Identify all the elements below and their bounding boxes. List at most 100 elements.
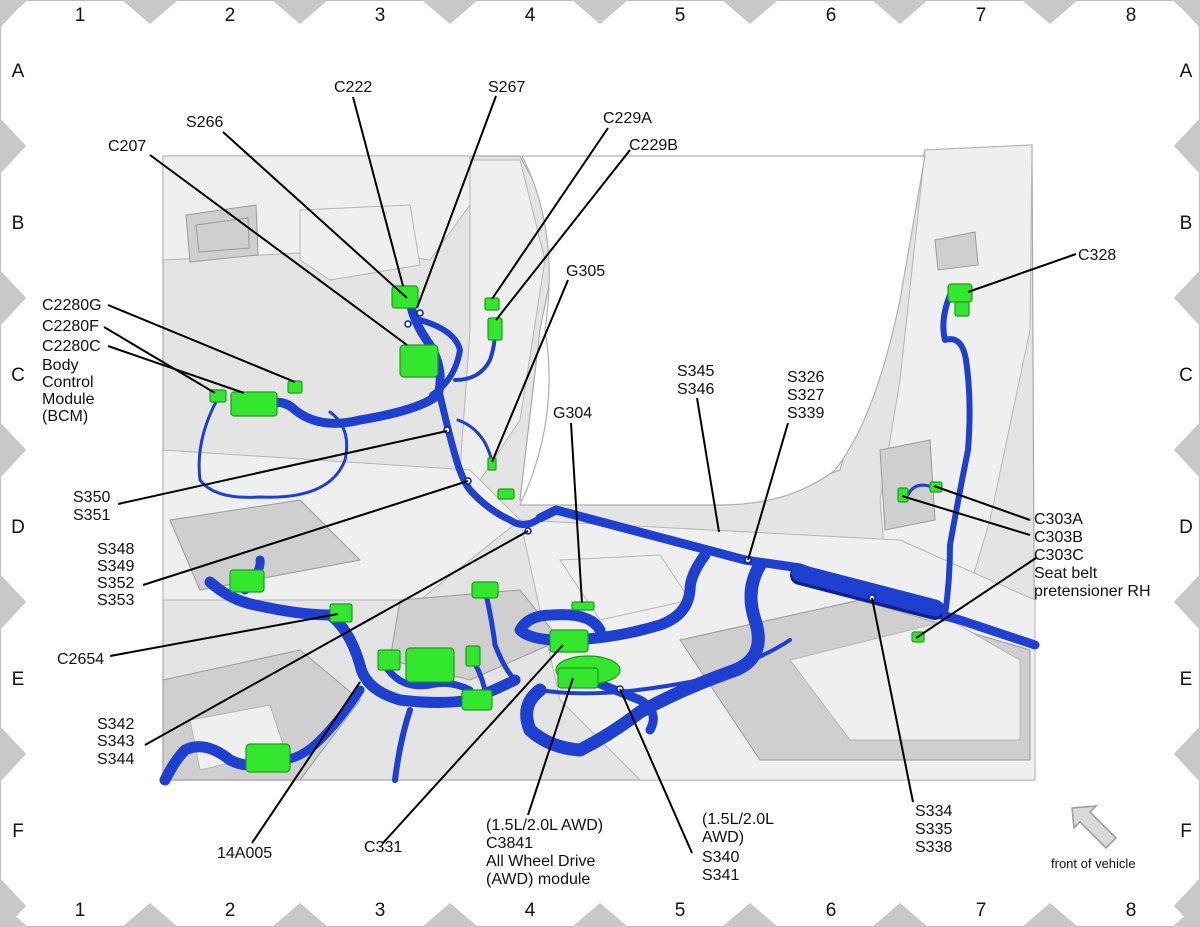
awd-module-body xyxy=(557,667,599,689)
grid-column-label-top-8: 8 xyxy=(1126,5,1137,26)
grid-column-label-bottom-7: 7 xyxy=(976,900,987,921)
connector-c2654 xyxy=(329,603,353,623)
label-s344: S344 xyxy=(97,751,134,768)
label-c2280c: C2280C xyxy=(42,338,101,355)
label-c222: C222 xyxy=(334,79,372,96)
connector-c303b xyxy=(897,487,909,503)
label-seat-belt-1: Seat belt xyxy=(1034,565,1098,582)
connector-center-c xyxy=(461,689,493,711)
grid-column-label-top-6: 6 xyxy=(826,5,837,26)
connector-left-floor xyxy=(229,569,265,593)
border-marker-right xyxy=(1174,878,1200,927)
label-c2654: C2654 xyxy=(57,651,104,668)
label-c331: C331 xyxy=(364,839,402,856)
label-seat-belt-2: pretensioner RH xyxy=(1034,583,1151,600)
border-marker-top xyxy=(1022,0,1078,24)
grid-column-label-bottom-3: 3 xyxy=(375,900,386,921)
border-marker-left xyxy=(0,0,26,28)
bcm-connector-c2280c xyxy=(230,391,278,417)
label-awd-splice-2: AWD) xyxy=(702,829,744,846)
border-marker-left xyxy=(0,422,26,478)
connector-center-a xyxy=(377,649,401,671)
border-marker-bottom xyxy=(722,903,778,927)
label-bcm-3: Module xyxy=(42,391,95,408)
label-s341: S341 xyxy=(702,867,739,884)
label-c303a: C303A xyxy=(1034,511,1083,528)
grid-column-label-bottom-2: 2 xyxy=(225,900,236,921)
grid-row-label-left-E: E xyxy=(12,669,25,690)
connector-c229a xyxy=(484,297,500,311)
label-awd-splice-1: (1.5L/2.0L xyxy=(702,811,774,828)
border-marker-bottom xyxy=(1022,903,1078,927)
border-marker-right xyxy=(1174,118,1200,174)
border-marker-right xyxy=(1174,726,1200,782)
connector-center-e xyxy=(471,581,499,599)
connector-g304 xyxy=(571,601,595,611)
front-of-vehicle-indicator: front of vehicle xyxy=(1051,805,1136,871)
connectors xyxy=(209,283,973,773)
front-of-vehicle-label: front of vehicle xyxy=(1051,856,1136,871)
label-s349: S349 xyxy=(97,558,134,575)
label-awd-2: C3841 xyxy=(486,835,533,852)
grid-column-label-bottom-1: 1 xyxy=(75,900,86,921)
border-marker-bottom xyxy=(572,903,628,927)
label-bcm-2: Control xyxy=(42,374,94,391)
label-bcm-4: (BCM) xyxy=(42,408,88,425)
label-s334: S334 xyxy=(915,803,952,820)
label-s327: S327 xyxy=(787,387,824,404)
border-marker-right xyxy=(1174,0,1200,28)
label-awd-3: All Wheel Drive xyxy=(486,853,595,870)
label-s350: S350 xyxy=(73,489,110,506)
label-s346: S346 xyxy=(677,381,714,398)
grid-column-label-top-3: 3 xyxy=(375,5,386,26)
callout-labels: C222 S267 S266 C229A C229B C207 G305 C32… xyxy=(42,79,1151,888)
connector-c328 xyxy=(947,283,973,303)
label-g304: G304 xyxy=(553,405,592,422)
border-marker-top xyxy=(272,0,328,24)
border-marker-top xyxy=(722,0,778,24)
label-g305: G305 xyxy=(566,263,605,280)
label-s351: S351 xyxy=(73,507,110,524)
grid-row-label-left-D: D xyxy=(11,517,25,538)
label-c2280f: C2280F xyxy=(42,318,99,335)
border-marker-left xyxy=(0,878,26,927)
connector-center-b xyxy=(405,647,455,683)
grid-column-label-top-5: 5 xyxy=(675,5,686,26)
label-s267: S267 xyxy=(488,79,525,96)
label-c207: C207 xyxy=(108,138,146,155)
grid-row-label-left-F: F xyxy=(12,821,24,842)
border-marker-top xyxy=(422,0,478,24)
connector-c328-lower xyxy=(954,301,970,317)
border-marker-right xyxy=(1174,270,1200,326)
label-awd-1: (1.5L/2.0L AWD) xyxy=(486,817,603,834)
arrow-up-left-icon xyxy=(1071,805,1118,850)
grid-row-label-left-A: A xyxy=(12,61,25,82)
grid-row-label-left-C: C xyxy=(11,365,25,386)
connector-left-rear xyxy=(245,743,291,773)
label-awd-4: (AWD) module xyxy=(486,871,590,888)
border-marker-left xyxy=(0,118,26,174)
label-c328: C328 xyxy=(1078,247,1116,264)
label-s353: S353 xyxy=(97,592,134,609)
connector-center-d xyxy=(465,645,481,667)
label-c2280g: C2280G xyxy=(42,297,102,314)
grid-column-label-bottom-8: 8 xyxy=(1126,900,1137,921)
grid-column-label-bottom-6: 6 xyxy=(826,900,837,921)
label-c303b: C303B xyxy=(1034,529,1083,546)
label-s266: S266 xyxy=(186,114,223,131)
border-marker-top xyxy=(872,0,928,24)
grid-column-label-bottom-4: 4 xyxy=(525,900,536,921)
label-s326: S326 xyxy=(787,369,824,386)
label-s352: S352 xyxy=(97,575,134,592)
border-marker-left xyxy=(0,726,26,782)
label-s345: S345 xyxy=(677,363,714,380)
label-c229a: C229A xyxy=(603,110,652,127)
label-s340: S340 xyxy=(702,849,739,866)
label-c303c: C303C xyxy=(1034,547,1084,564)
border-marker-right xyxy=(1174,574,1200,630)
border-marker-bottom xyxy=(422,903,478,927)
border-marker-bottom xyxy=(872,903,928,927)
grid-column-label-top-1: 1 xyxy=(75,5,86,26)
